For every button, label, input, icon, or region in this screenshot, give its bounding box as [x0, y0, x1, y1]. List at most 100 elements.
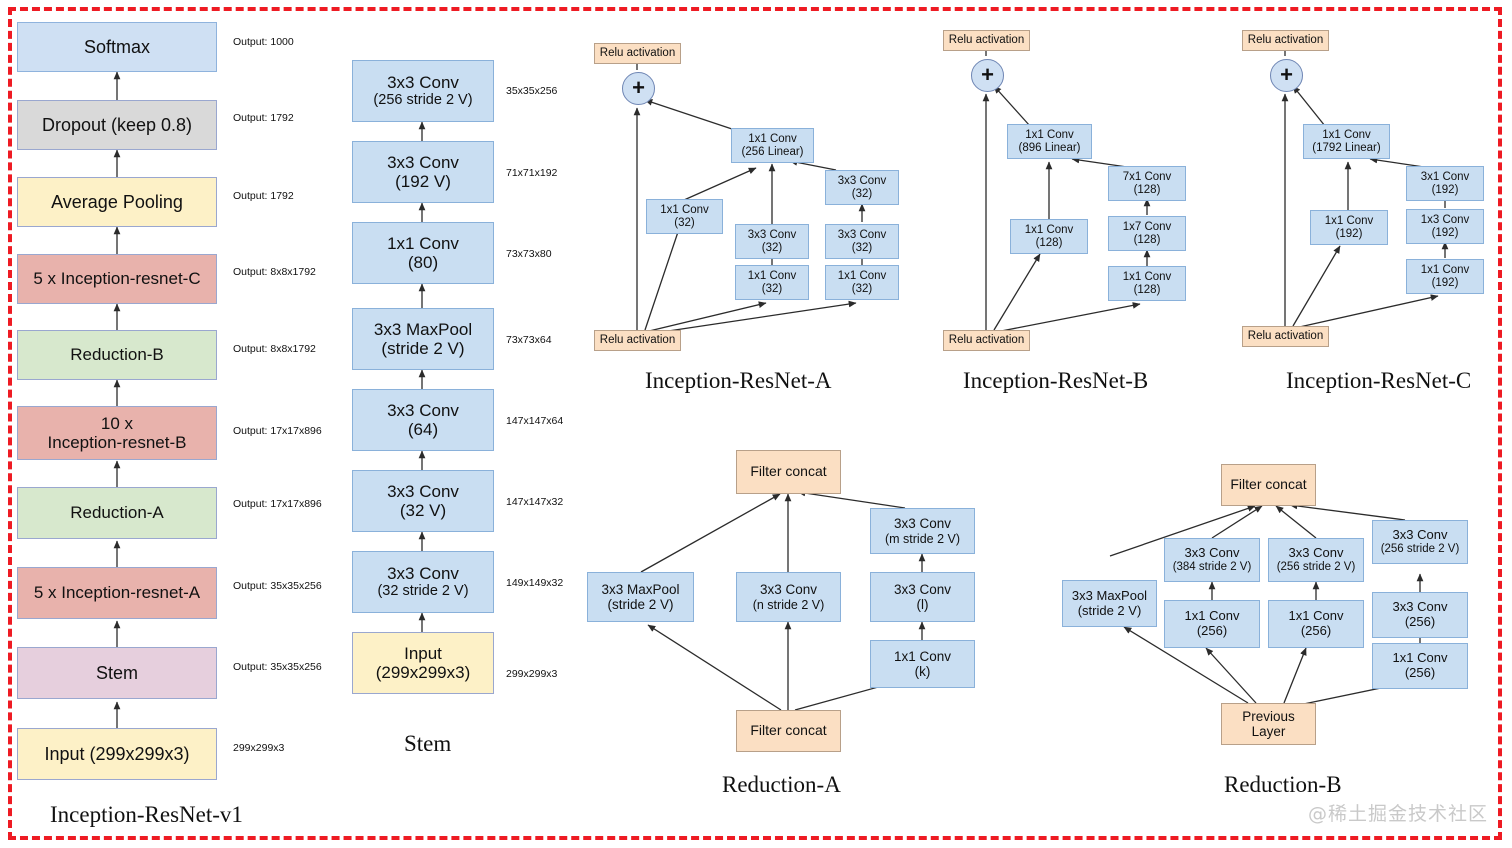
resnet-a-node-2[interactable]: 3x3 Conv (32) — [735, 224, 809, 259]
node-label-line1: 1x1 Conv — [1288, 608, 1344, 624]
reduction-a-node-1[interactable]: 3x3 Conv (n stride 2 V) — [736, 572, 841, 622]
node-label-line1: 1x1 Conv — [1420, 263, 1470, 276]
watermark: @稀土掘金技术社区 — [1307, 803, 1488, 825]
stem-node-2[interactable]: 1x1 Conv (80) — [352, 222, 494, 284]
resnet-a-node-6[interactable]: 1x1 Conv (32) — [825, 265, 899, 300]
node-inception-resnet-a-stack[interactable]: 5 x Inception-resnet-A — [17, 567, 217, 619]
resnet-b-relu-bottom[interactable]: Relu activation — [943, 330, 1030, 351]
title-inception-resnet-v1: Inception-ResNet-v1 — [50, 802, 243, 827]
resnet-a-relu-bottom[interactable]: Relu activation — [594, 330, 681, 351]
node-stem[interactable]: Stem — [17, 647, 217, 699]
resnet-c-relu-top[interactable]: Relu activation — [1242, 30, 1329, 51]
stem-node-3[interactable]: 3x3 MaxPool (stride 2 V) — [352, 308, 494, 370]
resnet-b-node-1[interactable]: 1x1 Conv (128) — [1010, 219, 1088, 254]
reduction-a-node-4[interactable]: 1x1 Conv (k) — [870, 640, 975, 688]
resnet-c-node-4[interactable]: 1x1 Conv (192) — [1406, 259, 1484, 294]
output-label-stem: Output: 35x35x256 — [233, 661, 322, 673]
resnet-a-node-5[interactable]: 3x3 Conv (32) — [825, 224, 899, 259]
resnet-a-node-1[interactable]: 1x1 Conv (32) — [646, 199, 723, 234]
reduction-b-node-7[interactable]: 1x1 Conv (256) — [1372, 643, 1468, 689]
stem-output-4: 147x147x64 — [506, 415, 564, 427]
title-inception-resnet-a: Inception-ResNet-A — [645, 368, 832, 393]
node-reduction-b[interactable]: Reduction-B — [17, 330, 217, 380]
resnet-c-node-0[interactable]: 1x1 Conv (1792 Linear) — [1303, 124, 1390, 159]
node-label: Filter concat — [750, 463, 827, 480]
node-label-line1: 3x3 Conv — [1392, 527, 1448, 543]
reduction-b-previous-layer[interactable]: Previous Layer — [1221, 703, 1316, 745]
resnet-b-node-0[interactable]: 1x1 Conv (896 Linear) — [1007, 124, 1092, 159]
node-label: Relu activation — [599, 334, 676, 347]
node-label-line2: (256 stride 2 V) — [1276, 560, 1356, 573]
node-label: Dropout (keep 0.8) — [41, 114, 193, 135]
node-label-line1: 3x3 Conv — [387, 73, 459, 93]
node-softmax[interactable]: Softmax — [17, 22, 217, 72]
reduction-b-node-1[interactable]: 3x3 Conv (384 stride 2 V) — [1164, 538, 1260, 582]
reduction-a-node-0[interactable]: 3x3 MaxPool (stride 2 V) — [587, 572, 694, 622]
reduction-a-concat-top[interactable]: Filter concat — [736, 450, 841, 494]
resnet-b-relu-top[interactable]: Relu activation — [943, 30, 1030, 51]
resnet-c-add-node[interactable]: + — [1270, 59, 1303, 92]
stem-node-4[interactable]: 3x3 Conv (64) — [352, 389, 494, 451]
reduction-b-node-6[interactable]: 3x3 Conv (256) — [1372, 592, 1468, 638]
reduction-b-node-3[interactable]: 3x3 Conv (256 stride 2 V) — [1268, 538, 1364, 582]
node-label-line2: (32) — [851, 241, 873, 254]
resnet-b-node-3[interactable]: 1x7 Conv (128) — [1108, 216, 1186, 251]
stem-node-5[interactable]: 3x3 Conv (32 V) — [352, 470, 494, 532]
node-label-line2: (256 stride 2 V) — [373, 92, 473, 109]
node-label-line1: 1x1 Conv — [1322, 128, 1371, 141]
node-label-line1: 3x3 Conv — [893, 516, 952, 532]
node-label-line1: 3x3 Conv — [837, 228, 887, 241]
node-label-line2: (32) — [761, 241, 783, 254]
reduction-a-node-3[interactable]: 3x3 Conv (l) — [870, 572, 975, 622]
node-label-line1: 3x3 Conv — [1184, 545, 1240, 561]
node-label-line2: (256) — [1404, 665, 1436, 680]
node-label-line2: (stride 2 V) — [381, 339, 465, 358]
node-label-line1: 3x3 MaxPool — [601, 581, 680, 597]
resnet-a-add-node[interactable]: + — [622, 72, 655, 105]
reduction-b-node-0[interactable]: 3x3 MaxPool (stride 2 V) — [1062, 580, 1157, 627]
node-label-line2: (32) — [851, 282, 873, 295]
node-label-line1: 1x1 Conv — [1184, 608, 1240, 624]
node-input[interactable]: Input (299x299x3) — [17, 728, 217, 780]
stem-node-6[interactable]: 3x3 Conv (32 stride 2 V) — [352, 551, 494, 613]
reduction-b-node-2[interactable]: 1x1 Conv (256) — [1164, 600, 1260, 648]
resnet-c-node-1[interactable]: 1x1 Conv (192) — [1310, 210, 1388, 245]
node-inception-resnet-c-stack[interactable]: 5 x Inception-resnet-C — [17, 254, 217, 304]
node-label-line1: 3x1 Conv — [1420, 170, 1470, 183]
resnet-b-node-2[interactable]: 7x1 Conv (128) — [1108, 166, 1186, 201]
reduction-a-node-2[interactable]: 3x3 Conv (m stride 2 V) — [870, 508, 975, 554]
reduction-b-node-5[interactable]: 3x3 Conv (256 stride 2 V) — [1372, 520, 1468, 564]
node-label-line2: (128) — [1133, 233, 1161, 246]
node-average-pooling[interactable]: Average Pooling — [17, 177, 217, 227]
node-inception-resnet-b-stack[interactable]: 10 x Inception-resnet-B — [17, 406, 217, 460]
title-reduction-a: Reduction-A — [722, 772, 841, 797]
resnet-c-node-2[interactable]: 3x1 Conv (192) — [1406, 166, 1484, 201]
resnet-c-node-3[interactable]: 1x3 Conv (192) — [1406, 209, 1484, 244]
resnet-a-node-3[interactable]: 1x1 Conv (32) — [735, 265, 809, 300]
resnet-b-add-node[interactable]: + — [971, 59, 1004, 92]
node-reduction-a[interactable]: Reduction-A — [17, 487, 217, 539]
resnet-a-node-0[interactable]: 1x1 Conv (256 Linear) — [731, 128, 814, 163]
node-dropout[interactable]: Dropout (keep 0.8) — [17, 100, 217, 150]
stem-output-7: 299x299x3 — [506, 668, 558, 680]
node-label-line1: 1x1 Conv — [1025, 128, 1074, 141]
node-label-line1: 1x1 Conv — [893, 648, 952, 664]
resnet-c-relu-bottom[interactable]: Relu activation — [1242, 326, 1329, 347]
node-label: Relu activation — [948, 34, 1025, 47]
reduction-b-concat-top[interactable]: Filter concat — [1221, 464, 1316, 506]
node-label-line1: 3x3 Conv — [837, 174, 887, 187]
resnet-a-relu-top[interactable]: Relu activation — [594, 43, 681, 64]
stem-node-0[interactable]: 3x3 Conv (256 stride 2 V) — [352, 60, 494, 122]
node-label: Filter concat — [1230, 476, 1307, 493]
stem-node-input[interactable]: Input (299x299x3) — [352, 632, 494, 694]
node-label-line2: (192) — [1431, 226, 1459, 239]
stem-node-1[interactable]: 3x3 Conv (192 V) — [352, 141, 494, 203]
resnet-b-node-4[interactable]: 1x1 Conv (128) — [1108, 266, 1186, 301]
node-label: Stem — [95, 662, 138, 683]
reduction-b-node-4[interactable]: 1x1 Conv (256) — [1268, 600, 1364, 648]
node-label-line2: (384 stride 2 V) — [1172, 560, 1252, 573]
reduction-a-concat-bottom[interactable]: Filter concat — [736, 710, 841, 752]
node-label-line1: 1x1 Conv — [660, 203, 709, 216]
resnet-a-node-4[interactable]: 3x3 Conv (32) — [825, 170, 899, 205]
